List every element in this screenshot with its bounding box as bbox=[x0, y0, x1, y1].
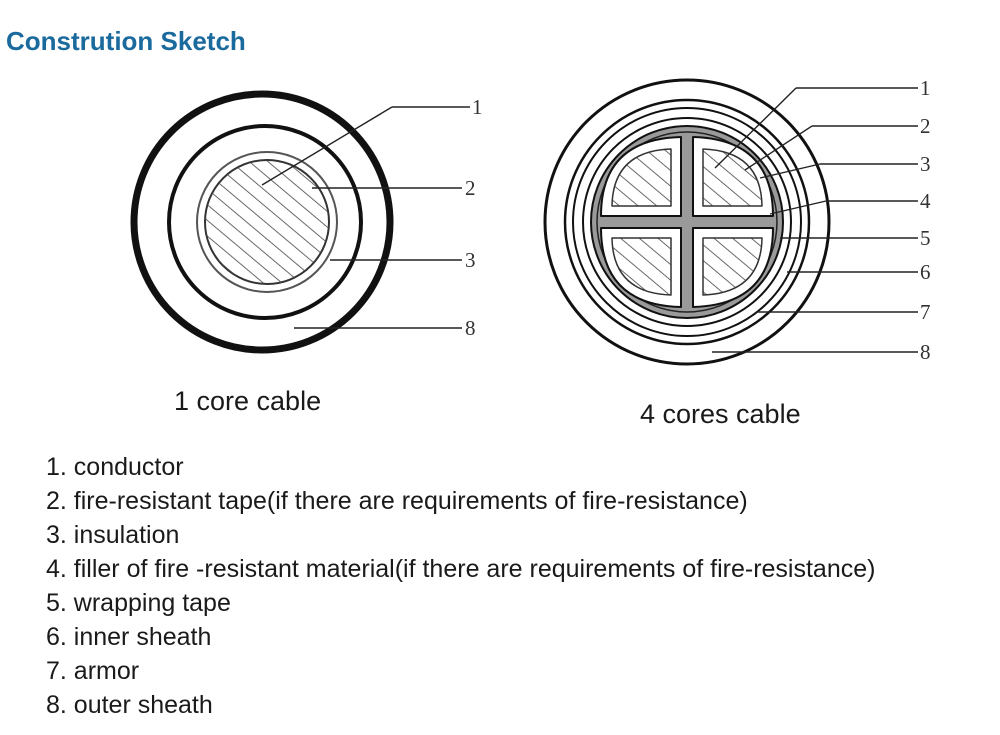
four-core-filler-inner bbox=[596, 131, 778, 313]
one-core-caption: 1 core cable bbox=[174, 386, 322, 416]
four-core-cores bbox=[600, 136, 774, 308]
one-core-conductor-hatch bbox=[205, 160, 329, 284]
legend-item: 3. insulation bbox=[46, 521, 180, 549]
legend-item: 1. conductor bbox=[46, 453, 184, 481]
one-core-leader-1 bbox=[261, 106, 393, 186]
four-core-armor-inner bbox=[572, 107, 802, 337]
one-core-callout-1: 1 bbox=[472, 95, 483, 119]
four-core-callout-8: 8 bbox=[920, 340, 931, 364]
four-core-callout-5: 5 bbox=[920, 226, 931, 250]
one-core-callout-2: 2 bbox=[465, 176, 476, 200]
four-core-callout-4: 4 bbox=[920, 189, 931, 213]
one-core-fire-tape bbox=[196, 151, 338, 293]
legend-item: 2. fire-resistant tape(if there are requ… bbox=[46, 487, 748, 515]
one-core-cable: 1 2 3 8 bbox=[130, 90, 483, 354]
core-conductor bbox=[611, 237, 672, 296]
cable-diagrams: 1 2 3 8 bbox=[130, 76, 931, 366]
four-core-leader-1 bbox=[714, 87, 797, 169]
four-core-inner-sheath bbox=[582, 117, 792, 327]
four-core-callout-6: 6 bbox=[920, 260, 931, 284]
four-core-armor-outer bbox=[563, 98, 811, 346]
four-core-callout-3: 3 bbox=[920, 152, 931, 176]
one-core-callout-3: 3 bbox=[465, 248, 476, 272]
page-title: Constrution Sketch bbox=[6, 26, 246, 56]
four-core-wrapping-tape bbox=[590, 125, 784, 319]
four-core-cable: 1 2 3 4 5 6 7 8 bbox=[543, 76, 931, 366]
four-core-caption: 4 cores cable bbox=[640, 399, 801, 429]
core-conductor bbox=[702, 148, 763, 207]
legend-item: 6. inner sheath bbox=[46, 623, 212, 651]
four-core-outer-sheath bbox=[543, 78, 831, 366]
one-core-insulation bbox=[167, 124, 363, 320]
four-core-callout-7: 7 bbox=[920, 300, 931, 324]
four-core-callout-1: 1 bbox=[920, 76, 931, 100]
legend-item: 5. wrapping tape bbox=[46, 589, 231, 617]
four-core-leader-2 bbox=[744, 125, 813, 171]
one-core-callout-8: 8 bbox=[465, 316, 476, 340]
legend-item: 4. filler of fire -resistant material(if… bbox=[46, 555, 876, 583]
core-conductor bbox=[611, 148, 672, 207]
one-core-outer-sheath bbox=[130, 90, 394, 354]
component-legend: 1. conductor 2. fire-resistant tape(if t… bbox=[46, 450, 875, 722]
four-core-leader-4 bbox=[769, 200, 827, 215]
legend-item: 8. outer sheath bbox=[46, 691, 213, 719]
legend-item: 7. armor bbox=[46, 657, 140, 685]
core-conductor bbox=[702, 237, 763, 296]
four-core-callout-2: 2 bbox=[920, 114, 931, 138]
four-core-leader-3 bbox=[759, 163, 821, 179]
